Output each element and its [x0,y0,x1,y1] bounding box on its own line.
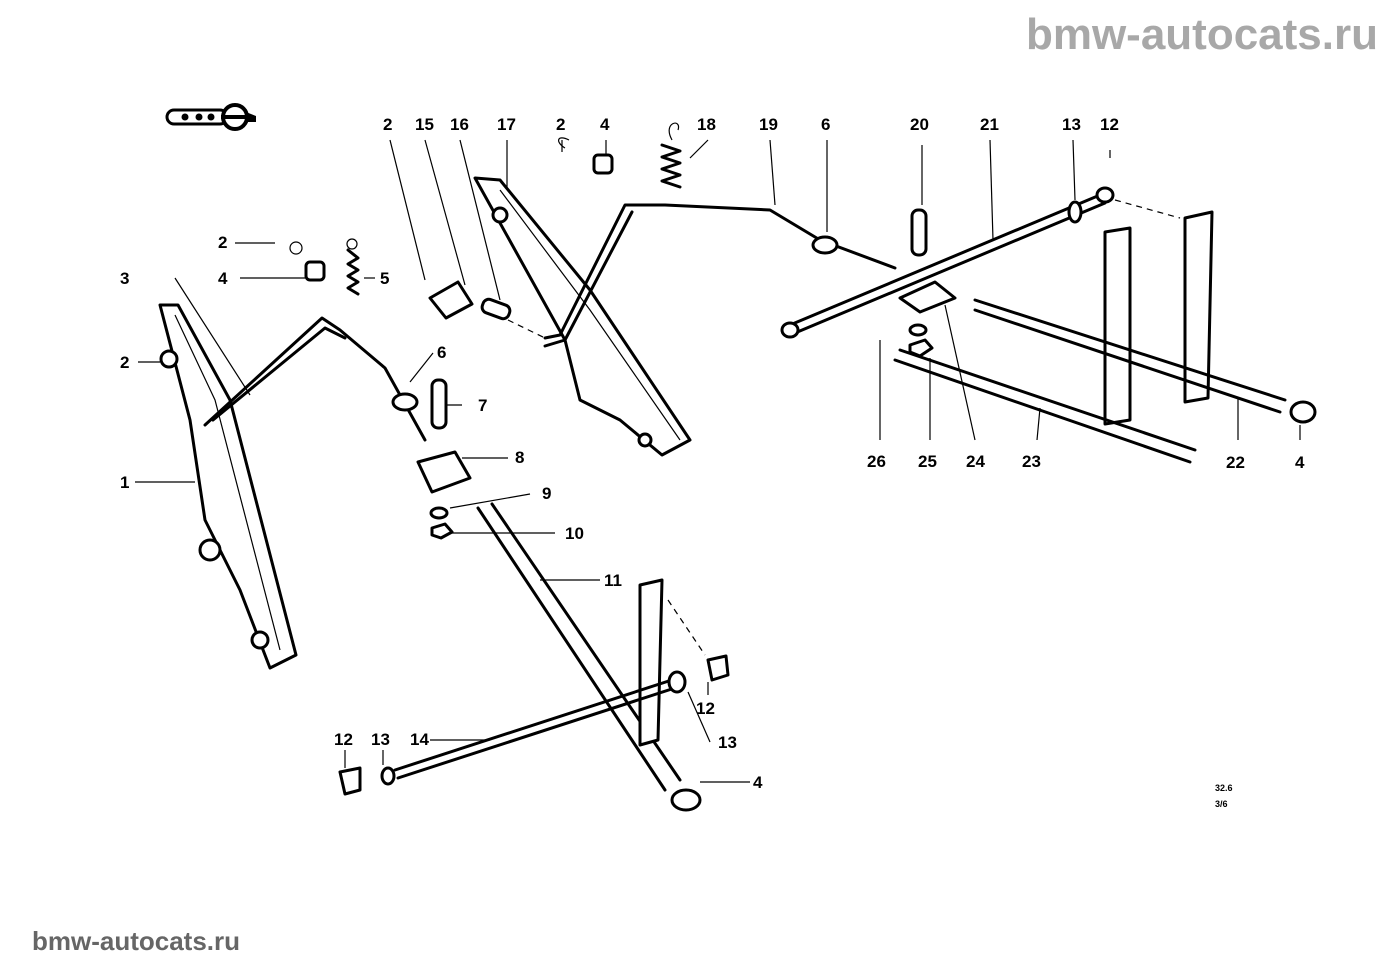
callout-bot-13a: 13 [371,730,390,749]
callout-top-17: 17 [497,115,516,134]
pedal-lever-left [203,316,427,442]
callout-left-4: 4 [218,269,228,288]
callout-bot-13b: 13 [718,733,737,752]
callout-top-2b: 2 [556,115,565,134]
callout-right-22: 22 [1226,453,1245,472]
nut-left [304,260,326,282]
callout-top-13: 13 [1062,115,1081,134]
bushing-4-bottom [670,788,702,812]
washer-25 [908,323,928,337]
callout-top-20: 20 [910,115,929,134]
watermark-top: bmw-autocats.ru [1025,10,1378,59]
callout-top-4: 4 [600,115,610,134]
vehicle-type-icon [165,103,256,131]
pedal-bracket-center [473,176,692,457]
callout-bot-12a: 12 [334,730,353,749]
callout-top-16: 16 [450,115,469,134]
callout-left-9: 9 [542,484,551,503]
callout-left-7: 7 [478,396,487,415]
bushing-8 [416,450,472,494]
bushing-24 [898,280,957,314]
nut-center [592,153,614,175]
nut-10 [430,522,454,540]
spring-left [346,238,360,296]
callout-right-4: 4 [1295,453,1305,472]
clip-left-2 [159,349,179,369]
clip-left [289,241,303,255]
callout-bot-12b: 12 [696,699,715,718]
callout-top-15: 15 [415,115,434,134]
cap-12b [706,654,730,682]
lever-bracket-bottom [638,578,664,747]
callout-left-1: 1 [120,473,129,492]
clip-center [558,137,570,149]
callout-top-2a: 2 [383,115,392,134]
watermark-bottom: bmw-autocats.ru [32,926,241,956]
rod-23 [893,348,1197,464]
callout-left-5: 5 [380,269,389,288]
drawing-code-line2: 3/6 [1215,799,1228,809]
callout-left-11: 11 [604,571,622,590]
nut-26 [908,338,934,358]
callout-bot-14: 14 [410,730,429,749]
cap-12a [338,766,362,796]
lever-arm-right [1103,210,1214,426]
bushing-16 [480,297,512,321]
callout-top-18: 18 [697,115,716,134]
pin-20 [910,208,928,257]
callout-top-12: 12 [1100,115,1119,134]
callout-left-10: 10 [565,524,584,543]
pedal-lever-center [543,203,897,348]
callout-right-24: 24 [966,452,985,471]
rod-22 [973,298,1287,414]
callout-left-6: 6 [437,343,446,362]
callout-right-26: 26 [867,452,886,471]
callout-left-2b: 2 [120,353,129,372]
washer-9 [429,506,449,520]
spring-18 [660,122,682,189]
pin-7 [430,378,448,430]
leader-lines [135,139,1301,783]
rod-21 [780,186,1115,339]
callout-left-2a: 2 [218,233,227,252]
pedal-bracket-left [158,303,298,670]
callout-bot-4: 4 [753,773,763,792]
bushing-4-right [1289,400,1317,424]
callout-left-3: 3 [120,269,129,288]
callout-left-8: 8 [515,448,524,467]
callout-top-6: 6 [821,115,830,134]
callout-right-23: 23 [1022,452,1041,471]
callout-right-25: 25 [918,452,937,471]
nut-13b [667,670,687,694]
bracket-15 [428,280,474,320]
rod-14 [393,676,683,780]
nut-13a [380,766,396,786]
callout-top-21: 21 [980,115,999,134]
callout-top-19: 19 [759,115,778,134]
drawing-code-line1: 32.6 [1215,783,1233,793]
